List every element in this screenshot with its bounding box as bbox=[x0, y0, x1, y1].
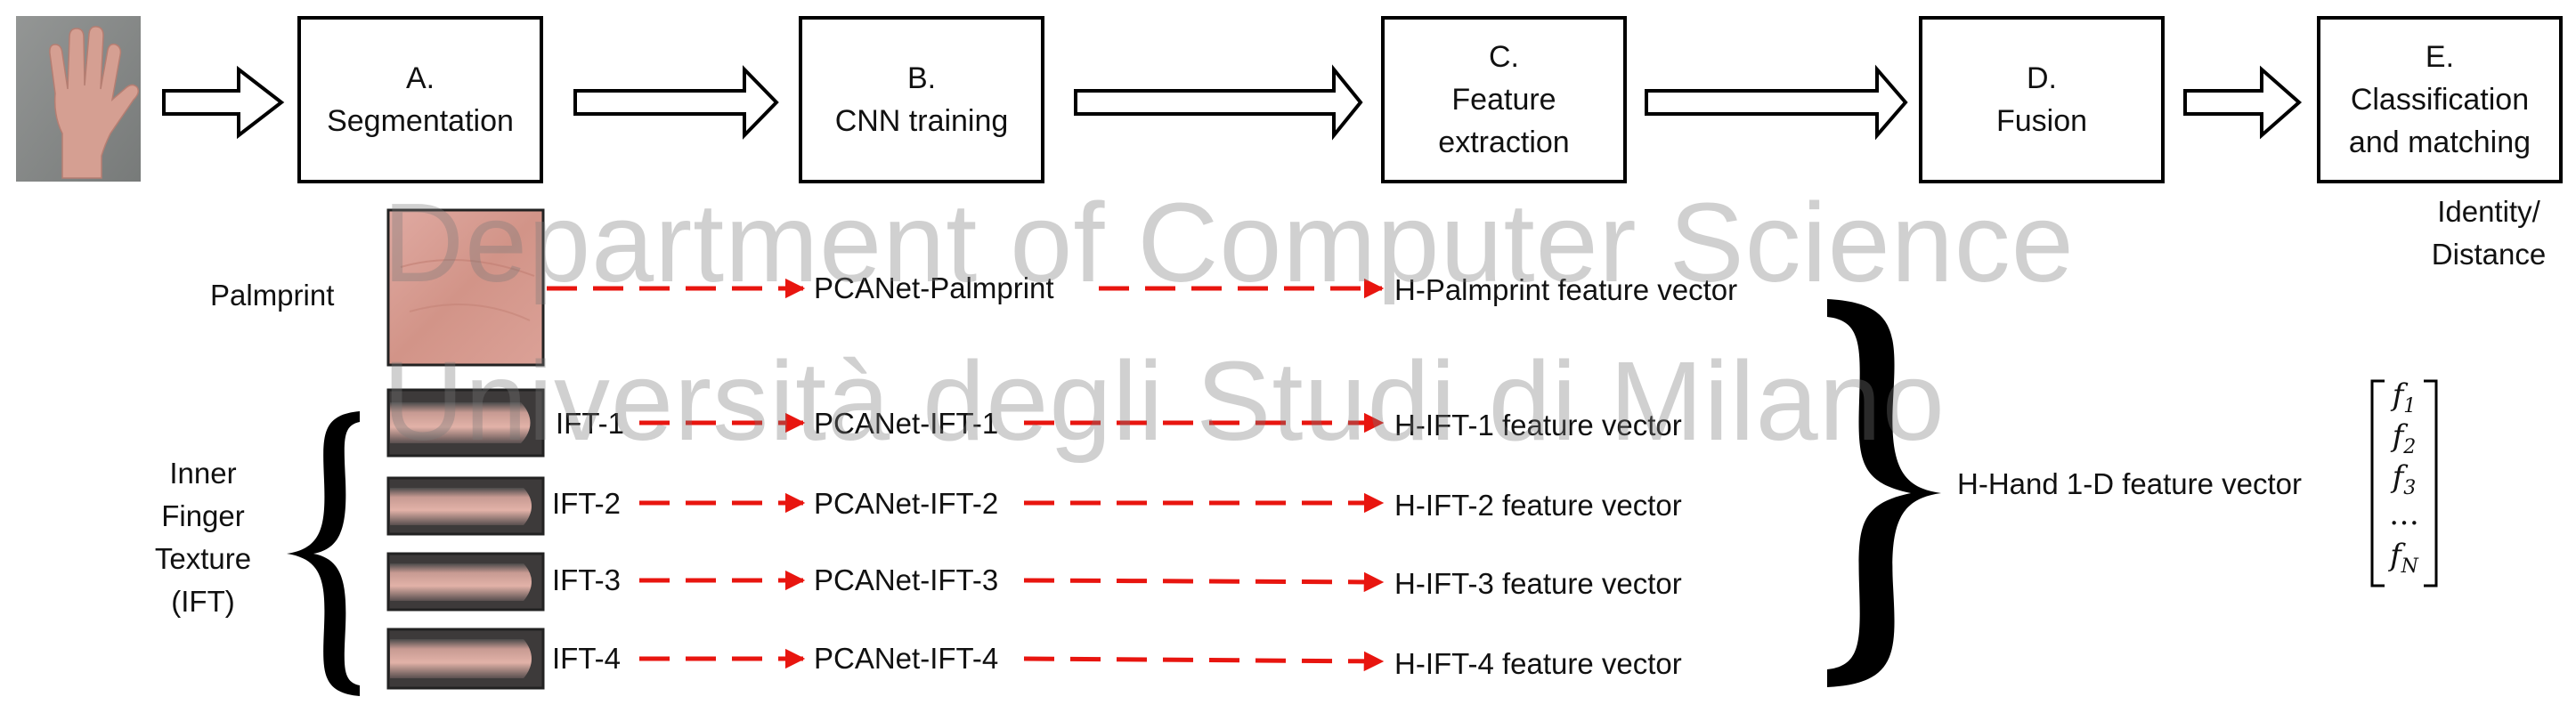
right-curly-brace bbox=[1827, 299, 1941, 687]
feature-label-ift-3: H-IFT-3 feature vector bbox=[1394, 567, 1682, 600]
hand-photo bbox=[16, 16, 141, 182]
matrix-entry-1-f: f bbox=[2392, 377, 2404, 413]
output-line-1: Identity/ bbox=[2437, 195, 2540, 228]
matrix-entry-2-f: f bbox=[2392, 418, 2404, 454]
ift-group-line-2: Finger bbox=[161, 499, 245, 532]
stage-b-title: CNN training bbox=[834, 104, 1009, 138]
feature-vector-matrix: f1 f2 f3 … fN bbox=[2379, 377, 2429, 589]
matrix-entry-3: f3 bbox=[2379, 459, 2429, 499]
feature-label-ift-4: H-IFT-4 feature vector bbox=[1394, 647, 1682, 680]
stage-c-title-1: Feature bbox=[1451, 83, 1556, 117]
ift-3-label: IFT-3 bbox=[552, 563, 622, 596]
ift-4-label: IFT-4 bbox=[552, 642, 622, 675]
dashed-arrow-ift4-2 bbox=[1023, 651, 1385, 672]
stage-e-letter: E. bbox=[2425, 40, 2455, 74]
matrix-entry-n-f: f bbox=[2390, 538, 2401, 573]
hollow-arrow-5 bbox=[2183, 65, 2303, 140]
network-label-palmprint: PCANet-Palmprint bbox=[814, 271, 1054, 304]
stage-d-letter: D. bbox=[2027, 61, 2057, 95]
ift-1-label: IFT-1 bbox=[556, 407, 625, 440]
output-line-2: Distance bbox=[2431, 238, 2547, 271]
stage-c-letter: C. bbox=[1489, 40, 1519, 74]
palmprint-label: Palmprint bbox=[210, 279, 335, 312]
stage-a-title: Segmentation bbox=[327, 104, 514, 138]
matrix-entry-3-f: f bbox=[2392, 459, 2404, 495]
stage-e-classification: E. Classification and matching bbox=[2317, 16, 2563, 183]
hollow-arrow-2 bbox=[573, 65, 779, 140]
network-label-ift-1: PCANet-IFT-1 bbox=[814, 407, 999, 440]
network-label-ift-3: PCANet-IFT-3 bbox=[814, 563, 999, 596]
matrix-entry-1: f1 bbox=[2379, 377, 2429, 417]
stage-a-letter: A. bbox=[405, 61, 435, 95]
feature-label-ift-1: H-IFT-1 feature vector bbox=[1394, 409, 1682, 442]
stage-d-fusion: D. Fusion bbox=[1919, 16, 2165, 183]
feature-label-palmprint: H-Palmprint feature vector bbox=[1394, 273, 1738, 306]
ift-2-label: IFT-2 bbox=[552, 487, 622, 520]
ift-group-label: Inner Finger Texture (IFT) bbox=[146, 452, 260, 623]
hollow-arrow-4 bbox=[1645, 64, 1908, 141]
finger-image-2 bbox=[386, 476, 545, 536]
ift-group-line-4: (IFT) bbox=[171, 585, 235, 618]
network-label-ift-4: PCANet-IFT-4 bbox=[814, 642, 999, 675]
feature-label-ift-2: H-IFT-2 feature vector bbox=[1394, 489, 1682, 522]
stage-e-title-2: and matching bbox=[2348, 126, 2531, 159]
finger-image-4 bbox=[386, 628, 545, 690]
stage-b-letter: B. bbox=[906, 61, 937, 95]
identity-distance-label: Identity/ Distance bbox=[2404, 190, 2573, 276]
stage-b-cnn-training: B. CNN training bbox=[799, 16, 1044, 183]
matrix-entry-2-sub: 2 bbox=[2403, 435, 2417, 458]
fusion-output-label: H-Hand 1-D feature vector bbox=[1957, 467, 2302, 500]
finger-image-3 bbox=[386, 552, 545, 612]
matrix-entry-n: fN bbox=[2379, 538, 2429, 578]
hollow-arrow-1 bbox=[162, 65, 285, 140]
stage-e-title-1: Classification bbox=[2350, 83, 2530, 117]
network-label-ift-2: PCANet-IFT-2 bbox=[814, 487, 999, 520]
hollow-arrow-3 bbox=[1074, 64, 1363, 141]
matrix-entry-3-sub: 3 bbox=[2403, 476, 2417, 499]
stage-c-feature-extraction: C. Feature extraction bbox=[1381, 16, 1627, 183]
stage-c-title-2: extraction bbox=[1438, 126, 1570, 159]
palmprint-image bbox=[386, 208, 545, 367]
dashed-arrow-ift3-2 bbox=[1023, 571, 1385, 593]
stage-a-segmentation: A. Segmentation bbox=[297, 16, 543, 183]
stage-d-title: Fusion bbox=[1995, 104, 2088, 138]
left-curly-brace bbox=[287, 411, 360, 696]
matrix-entry-1-sub: 1 bbox=[2403, 394, 2417, 417]
matrix-entry-2: f2 bbox=[2379, 418, 2429, 458]
ift-group-line-1: Inner bbox=[169, 457, 237, 490]
matrix-brackets bbox=[2370, 379, 2438, 587]
matrix-entry-n-sub: N bbox=[2401, 555, 2418, 578]
ift-group-line-3: Texture bbox=[154, 542, 252, 575]
finger-image-1 bbox=[386, 388, 545, 458]
matrix-entry-ellipsis: … bbox=[2389, 497, 2419, 532]
